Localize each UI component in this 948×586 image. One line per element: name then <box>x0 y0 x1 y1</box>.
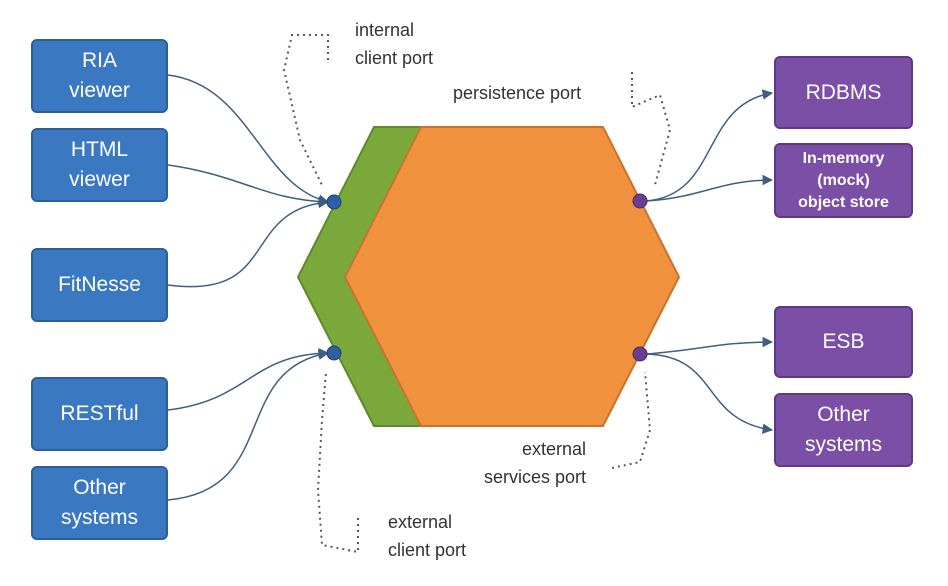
external-client-port-label: external client port <box>388 512 467 560</box>
connector-html-viewer <box>167 164 330 207</box>
service-label: In-memory (mock) object store <box>798 149 889 211</box>
persistence-port <box>632 193 648 209</box>
client-label: FitNesse <box>58 273 141 296</box>
connector-in-memory <box>645 174 774 202</box>
client-label: RESTful <box>60 402 139 425</box>
connector-other-clients <box>167 349 330 501</box>
service-box-rdbms: RDBMS <box>774 56 913 129</box>
connector-ria-viewer <box>167 74 330 205</box>
service-label: Other systems <box>804 403 882 456</box>
external-services-port-label: external services port <box>483 439 586 487</box>
persistence-port-label: persistence port <box>453 83 582 103</box>
connector-restful <box>167 347 330 411</box>
external-services-port <box>632 346 648 362</box>
service-box-other-systems: Other systems <box>774 393 913 467</box>
connector-other-services <box>645 353 774 434</box>
connector-esb <box>645 336 774 355</box>
service-box-esb: ESB <box>774 306 913 378</box>
client-label: HTML viewer <box>69 138 130 191</box>
client-box-html-viewer: HTML viewer <box>31 128 168 202</box>
client-label: Other systems <box>60 476 138 529</box>
internal-client-port <box>326 194 342 210</box>
service-label: ESB <box>822 330 865 353</box>
service-label: RDBMS <box>805 80 882 104</box>
client-box-restful: RESTful <box>31 377 168 451</box>
internal-client-port-callout <box>282 34 329 186</box>
client-box-fitnesse: FitNesse <box>31 248 168 322</box>
service-box-in-memory-store: In-memory (mock) object store <box>774 143 913 218</box>
client-label: RIA viewer <box>69 49 130 102</box>
connector-rdbms <box>645 89 774 202</box>
internal-client-port-label: internal client port <box>355 20 434 68</box>
client-box-other-systems: Other systems <box>31 466 168 540</box>
connector-fitnesse <box>167 197 330 288</box>
external-client-port-callout <box>316 371 359 554</box>
persistence-port-callout <box>631 72 672 186</box>
external-client-port <box>326 345 342 361</box>
external-services-port-callout <box>611 371 652 469</box>
application-hexagon <box>343 126 681 427</box>
client-box-ria-viewer: RIA viewer <box>31 39 168 113</box>
